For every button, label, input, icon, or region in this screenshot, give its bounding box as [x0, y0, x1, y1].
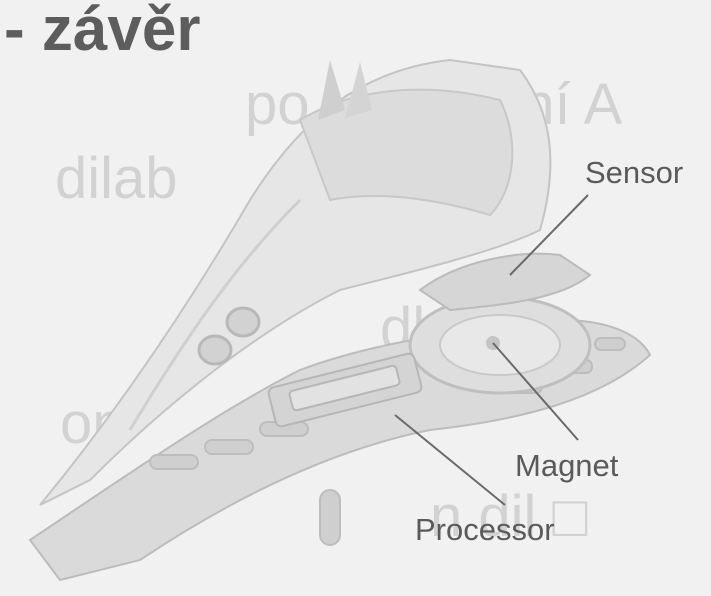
magnet-housing-inner [440, 315, 560, 375]
shoe-tongue [318, 60, 345, 120]
magnet-label: Magnet [515, 448, 618, 484]
sensor-label: Sensor [585, 155, 683, 191]
processor-label: Processor [415, 512, 555, 548]
